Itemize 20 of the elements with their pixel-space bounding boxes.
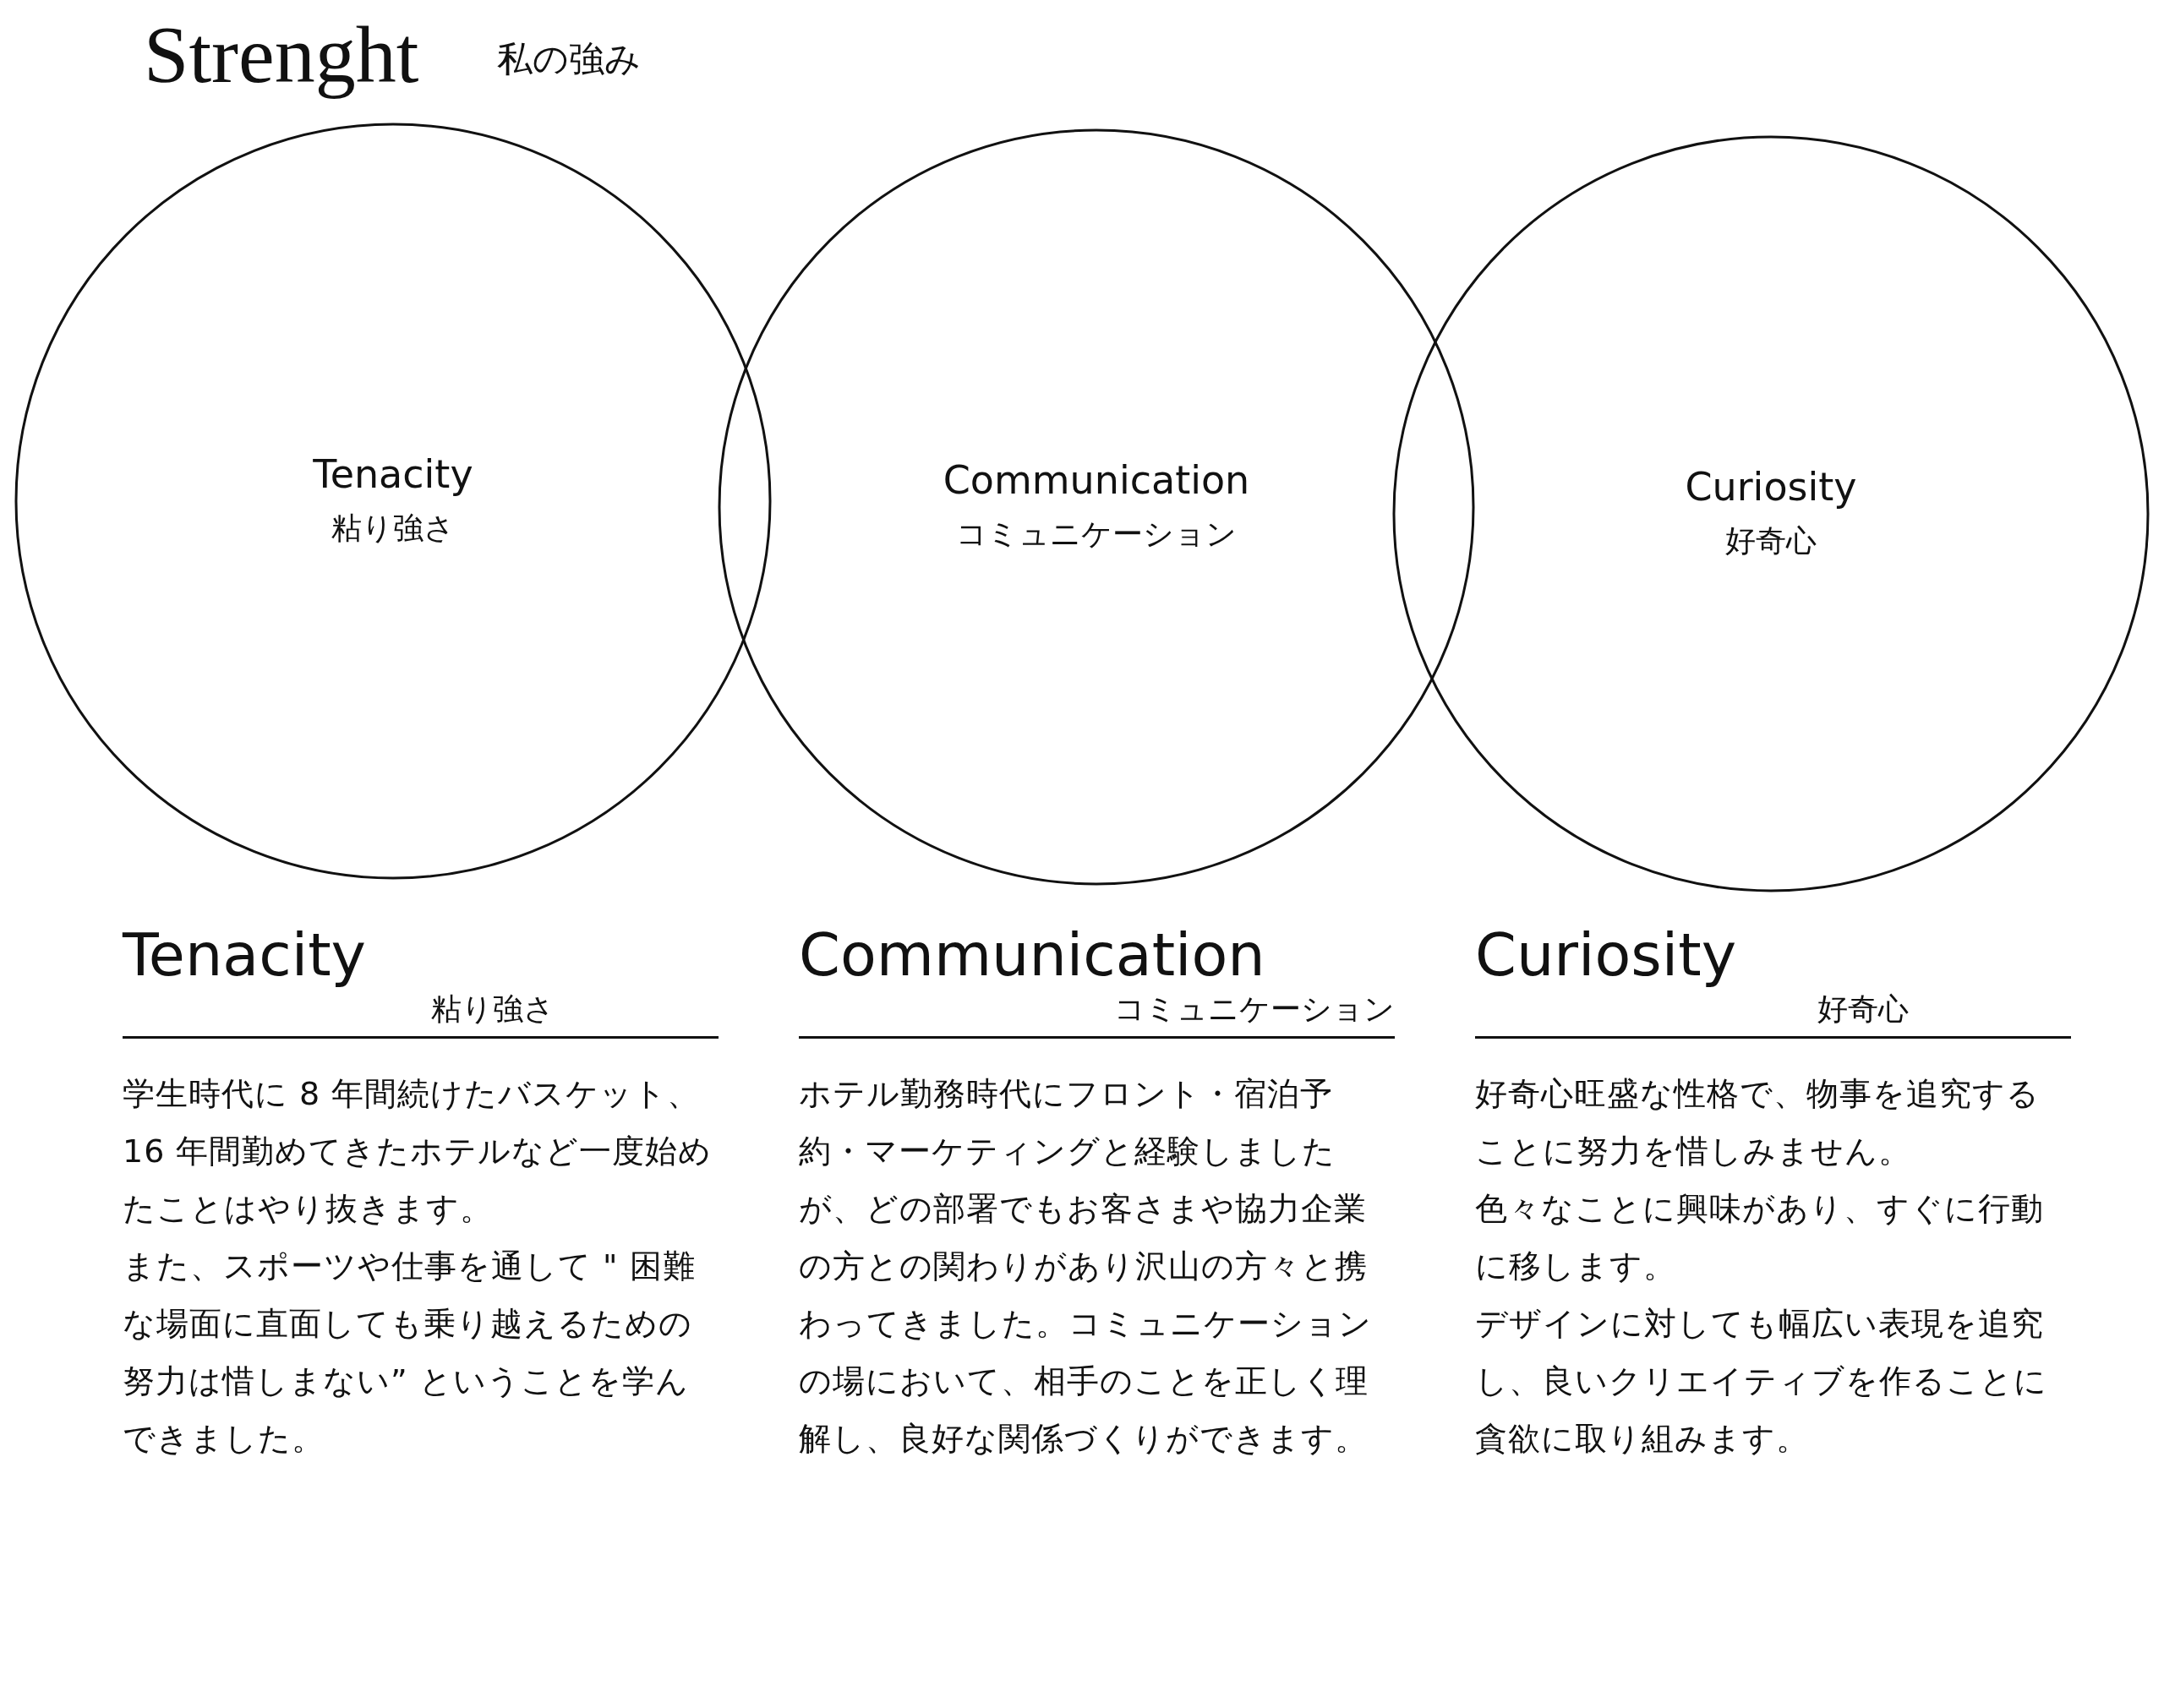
- circle-heading: Communication: [942, 456, 1251, 504]
- section-heading: Tenacity: [123, 921, 366, 989]
- subtitle: 私の強み: [497, 37, 641, 81]
- body-paragraph: 好奇心旺盛な性格で、物事を追究することに努力を惜しみません。: [1475, 1074, 2041, 1171]
- section-heading: Communication: [799, 921, 1265, 989]
- section-subheading: 粘り強さ: [431, 990, 555, 1028]
- body-paragraph: 色々なことに興味があり、すぐに行動に移します。: [1475, 1189, 2045, 1286]
- circle-heading: Tenacity: [312, 450, 474, 498]
- section-subheading: 好奇心: [1817, 990, 1909, 1028]
- body-paragraph: ホテル勤務時代にフロント・宿泊予約・マーケティングと経験しましたが、どの部署でもお客さまや協力企業の方との関わりがあり沢山の方々と携わってきました。コミュニケーションの場において、相手のことを正しく理解し、良好な関係づくりができます。: [799, 1074, 1373, 1459]
- title: Strenght: [144, 8, 419, 101]
- body-paragraph: 学生時代に 8 年間続けたバスケット、16 年間勤めてきたホテルなど一度始めたことはやり抜きます。: [123, 1074, 713, 1229]
- circle-subheading: 粘り強さ: [331, 510, 456, 547]
- body-paragraph: デザインに対しても幅広い表現を追究し、良いクリエイティブを作ることに貪欲に取り組みます。: [1475, 1304, 2048, 1459]
- section-heading: Curiosity: [1475, 921, 1737, 989]
- body-paragraph: また、スポーツや仕事を通して " 困難な場面に直面しても乗り越えるための努力は惜しまない” ということを学んできました。: [123, 1247, 697, 1459]
- circle-subheading: コミュニケーション: [955, 516, 1238, 553]
- section-subheading: コミュニケーション: [1114, 990, 1395, 1028]
- circle-heading: Curiosity: [1684, 463, 1858, 510]
- circle-subheading: 好奇心: [1724, 522, 1817, 559]
